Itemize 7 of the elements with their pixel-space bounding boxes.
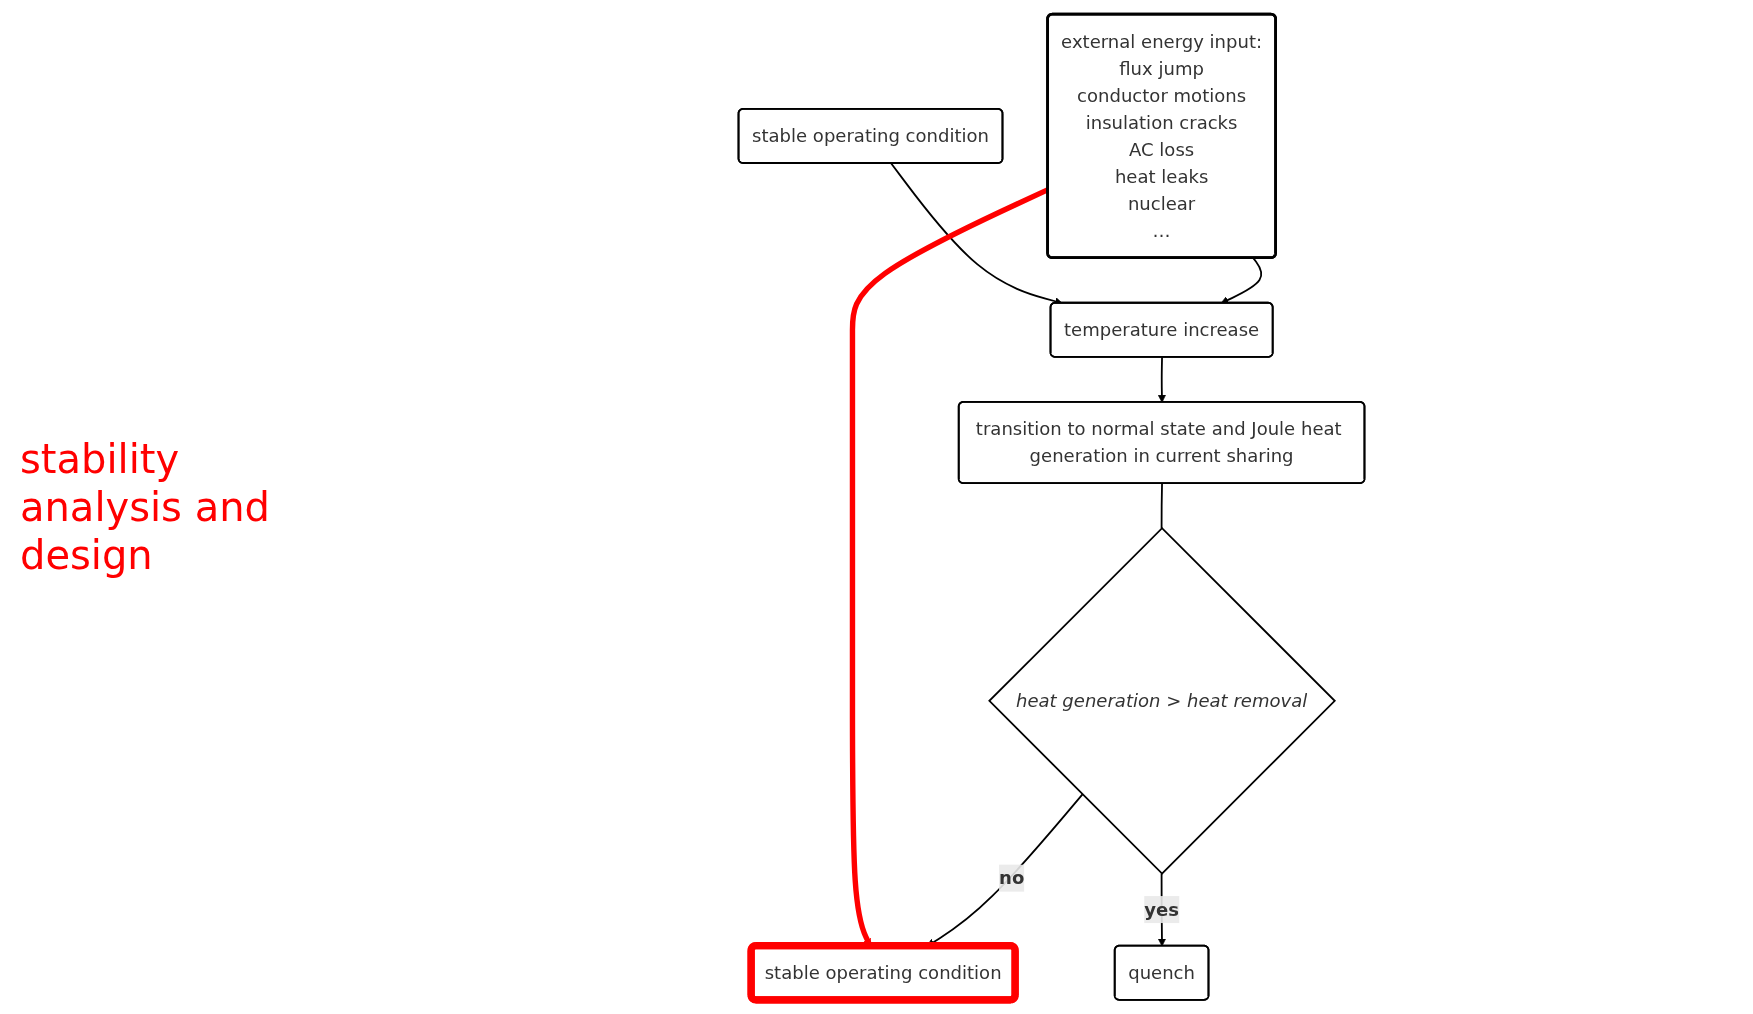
annotation-text: stability analysis and design [20,435,271,579]
connector [1160,482,1163,530]
edge-label: no [999,867,1025,889]
node-diamond: heat generation > heat removal [988,526,1336,875]
arrow [1220,257,1263,304]
arrow [1157,356,1166,403]
edge-label: yes [1144,898,1179,921]
